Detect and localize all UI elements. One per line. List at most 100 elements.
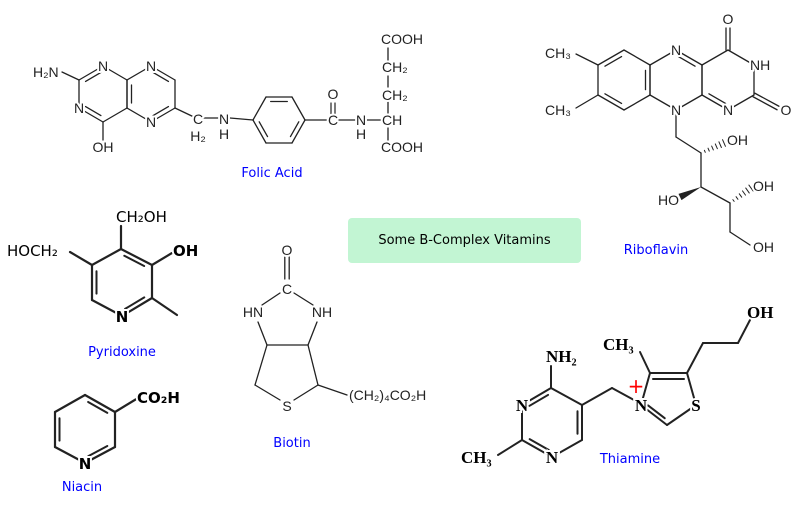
bond [700,186,731,204]
atom-label: OH [753,178,774,194]
bond [119,247,154,267]
thiamine-structure: NH₂ N N CH₃ CH₃ N + S OH Thiamine [459,301,775,469]
atom-label: CH [382,112,402,128]
atom-label: O [282,242,293,258]
atom-label: C [328,112,338,128]
atom-label: N [546,448,559,467]
bond [732,199,735,202]
bond [711,145,714,151]
bond [84,71,102,83]
atom-label: N [219,111,229,127]
bond [727,49,755,66]
atom-label: O [781,102,792,118]
atom-label: C [282,281,292,297]
bond [640,404,668,426]
molecule-name-riboflavin: Riboflavin [624,243,689,258]
atom-label: N [356,112,366,128]
bond [597,94,625,111]
diagram-title: Some B-Complex Vitamins [348,218,581,263]
bond [701,94,729,111]
atom-label: H [356,126,366,142]
bond [293,292,314,306]
bond [229,117,254,121]
bond [707,147,710,152]
bond [640,372,651,406]
bond [735,196,739,200]
bond [550,387,583,406]
molecule-name-niacin: Niacin [62,480,102,495]
bond [152,105,170,117]
bond [307,344,319,386]
atom-label: NH [750,57,770,73]
atom-label: N [74,100,84,116]
bond [528,393,550,407]
bond [521,387,552,406]
atom-label: CH₃ [603,335,634,354]
atom-label: N [635,396,648,415]
atom-label: OH [93,139,114,155]
bond [120,296,154,318]
bond [708,93,727,105]
biotin-structure: O C HN NH S (CH₂)₄CO₂H Biotin [241,240,428,451]
atom-label: N [671,102,681,118]
bond [261,292,281,306]
bond [291,119,306,144]
bond [289,121,300,138]
atom-label: N [146,114,156,130]
bond [497,439,523,456]
bond [748,184,754,192]
bond [53,445,87,465]
atom-label: COOH [381,31,423,47]
atom-label: N [146,58,156,74]
bond [87,400,109,414]
bond [252,96,267,121]
atom-label: N [116,308,129,326]
positive-charge-icon: + [628,374,645,398]
atom-label: CO₂H [137,389,180,407]
bond [611,387,635,401]
atom-label: O [328,86,339,102]
bond [113,396,140,414]
bond [87,444,109,458]
bond [729,231,751,246]
bond [257,321,268,346]
bond [745,187,750,194]
bond [254,384,281,401]
bond [701,49,729,66]
wedge-bond [678,187,701,201]
atom-label: H₂N [33,64,59,80]
atom-label: CH₃ [545,45,571,61]
bond [123,254,146,268]
atom-label: NH [312,304,332,320]
bond [90,247,123,267]
bond [575,94,599,109]
riboflavin-structure: CH₃ CH₃ N N N NH O O OH HO OH OH Ribofla… [543,9,794,258]
molecule-name-pyridoxine: Pyridoxine [88,345,156,360]
bond [703,149,706,153]
bond [741,190,747,196]
molecule-name-folic-acid: Folic Acid [241,166,302,181]
bond [53,393,87,414]
bond [528,438,550,452]
bond [686,342,704,374]
atom-label: N [671,42,681,58]
bond [754,92,780,107]
atom-label: HO [658,192,679,208]
bond [254,344,268,386]
bond [90,298,124,318]
bond [150,107,176,123]
bond [604,93,623,105]
bond [307,321,318,346]
bond [737,319,751,344]
bond [150,296,179,317]
bond [83,445,117,465]
bond [722,139,726,147]
bond [675,49,703,66]
bond [102,107,128,123]
bond [666,404,697,426]
atom-label: CH₃ [461,448,492,467]
bond [126,107,152,123]
bond [61,71,80,81]
bond [718,141,722,149]
